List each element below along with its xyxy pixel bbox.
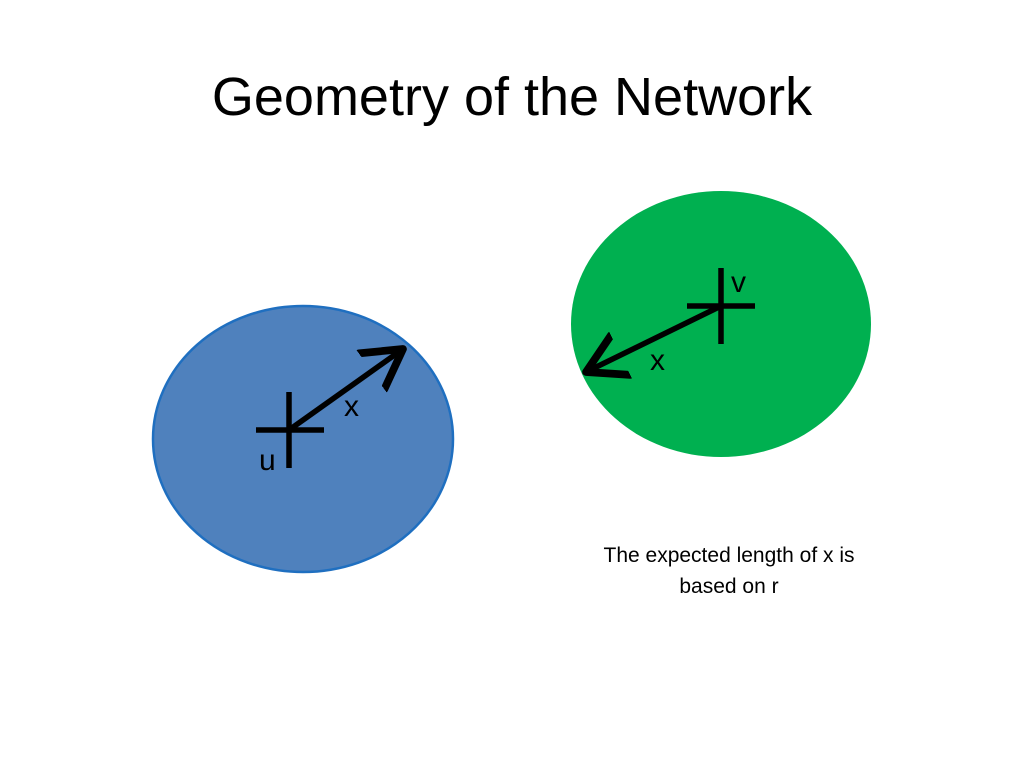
node-u-label: u xyxy=(259,444,276,477)
node-u-radius-label: x xyxy=(344,390,359,423)
node-v-radius-label: x xyxy=(650,344,665,377)
node-v-label: v xyxy=(731,266,746,299)
node-u-disc xyxy=(151,304,455,574)
node-v: v x xyxy=(571,191,871,457)
caption-text: The expected length of x is based on r xyxy=(603,544,855,598)
node-u: u x xyxy=(151,304,455,574)
slide-title: Geometry of the Network xyxy=(211,67,813,127)
node-u-radius-arrow xyxy=(287,349,403,433)
node-v-radius-arrow xyxy=(586,303,723,372)
